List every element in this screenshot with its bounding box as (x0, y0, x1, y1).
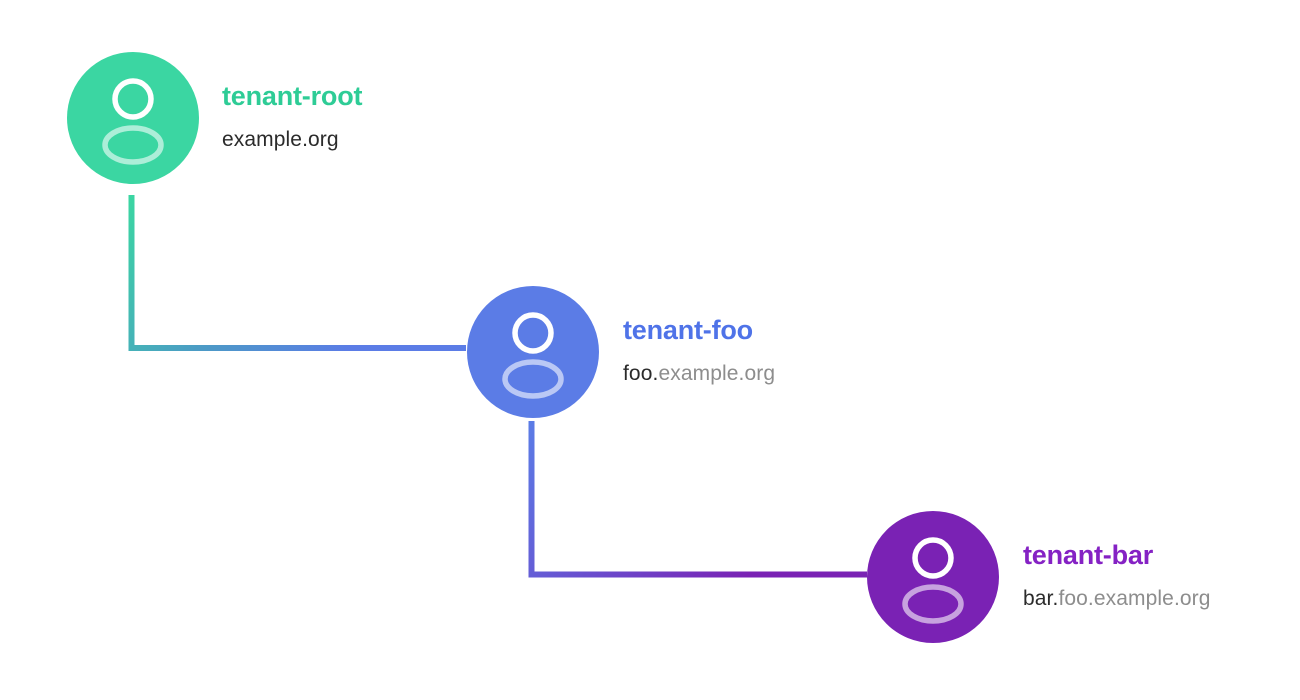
tenant-foo-domain-suffix: example.org (658, 362, 776, 385)
tenant-root-domain: example.org (222, 129, 362, 150)
tenant-root-domain-suffix: example.org (222, 128, 339, 151)
tenant-bar-domain-suffix: foo.example.org (1058, 587, 1211, 610)
tenant-root-label-group: tenant-root example.org (222, 81, 363, 151)
tenant-bar-avatar[interactable] (867, 511, 999, 643)
connector-foo-to-bar (528, 421, 867, 578)
node-tenant-foo[interactable] (467, 286, 599, 418)
tenant-foo-domain-prefix: foo. (623, 362, 659, 385)
tenant-bar-domain: bar.foo.example.org (1023, 588, 1211, 609)
node-tenant-bar[interactable] (867, 511, 999, 643)
tenant-bar-label-group: tenant-bar bar.foo.example.org (1023, 540, 1211, 610)
tenant-root-avatar[interactable] (67, 52, 199, 184)
connector-root-to-foo (128, 195, 466, 351)
tenant-bar-domain-prefix: bar. (1023, 587, 1059, 610)
user-avatar-icon (102, 78, 164, 165)
user-avatar-icon (902, 537, 964, 624)
tenant-foo-label-group: tenant-foo foo.example.org (623, 315, 775, 385)
tenant-foo-avatar[interactable] (467, 286, 599, 418)
user-avatar-icon (502, 312, 564, 399)
node-tenant-root[interactable] (67, 52, 199, 184)
tenant-foo-domain: foo.example.org (623, 363, 775, 384)
tenant-foo-title: tenant-foo (623, 315, 753, 345)
tenant-root-title: tenant-root (222, 81, 363, 111)
tenant-bar-title: tenant-bar (1023, 540, 1154, 570)
